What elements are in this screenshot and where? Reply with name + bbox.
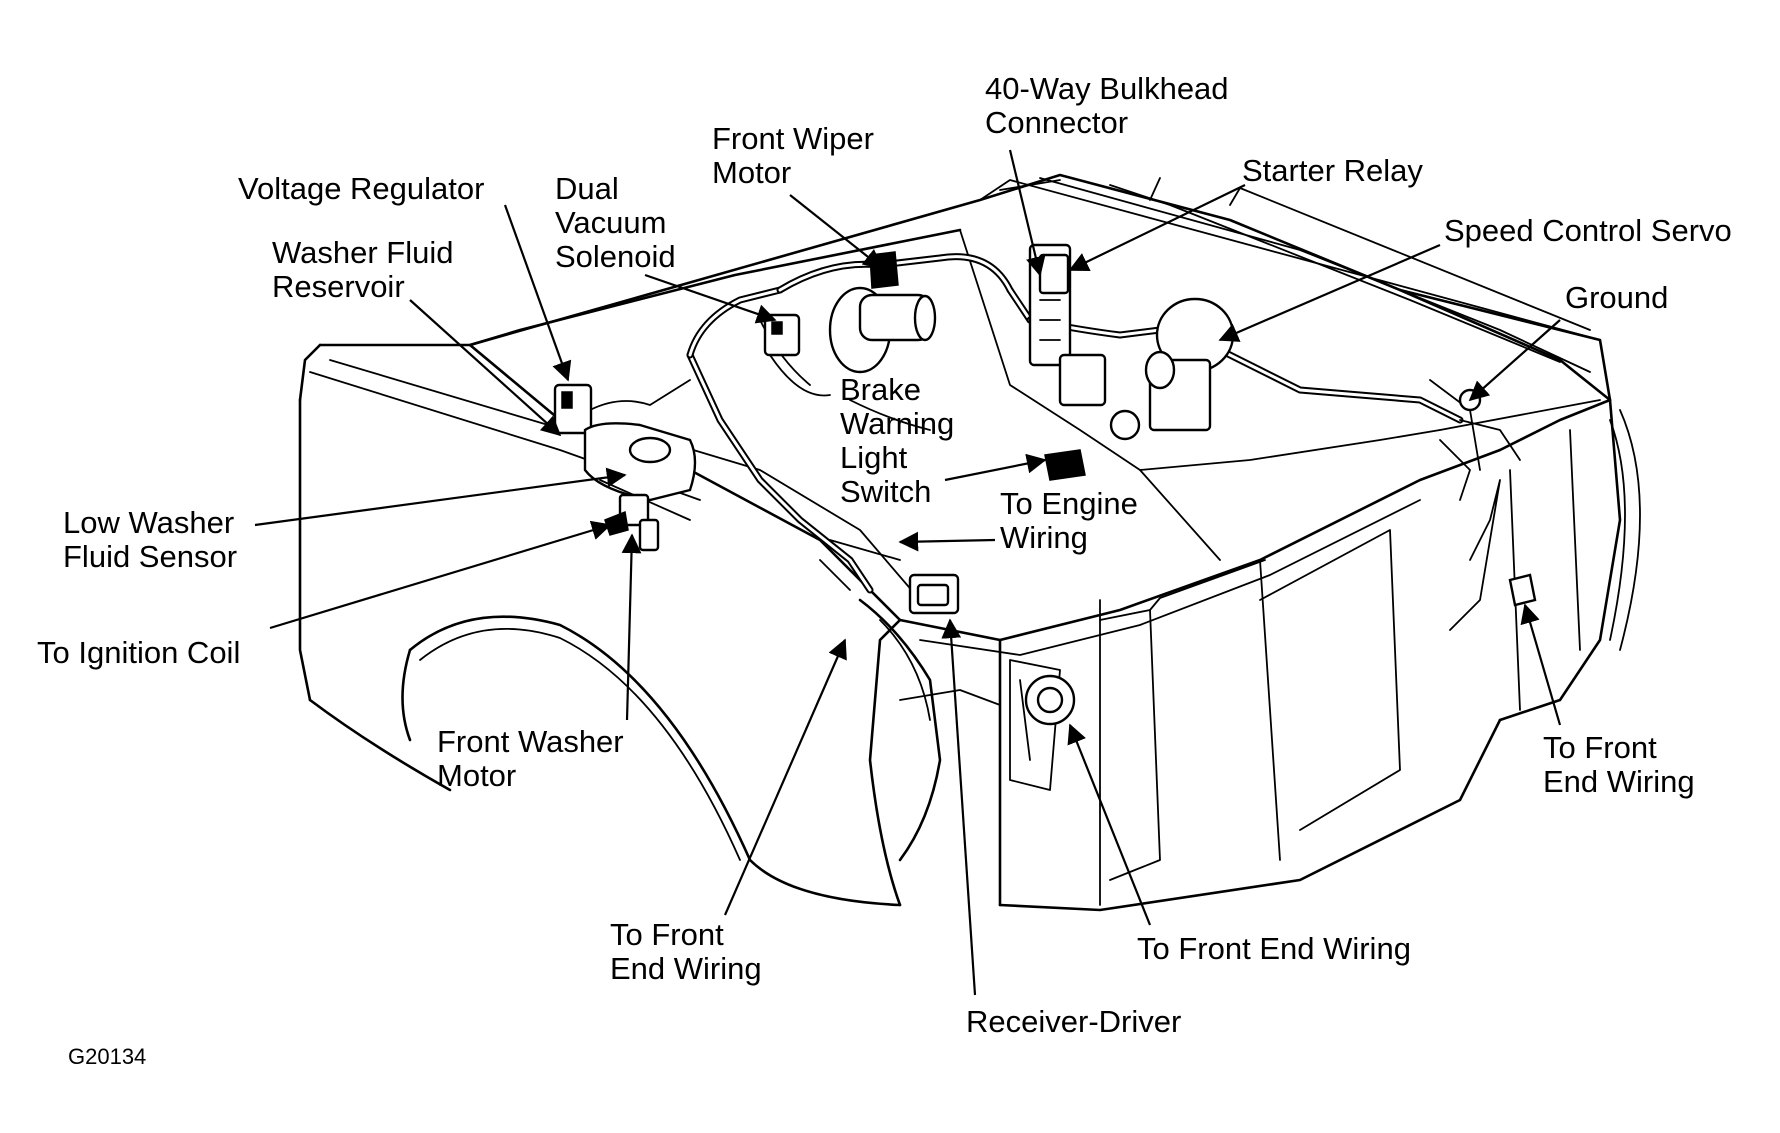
leader-bulkhead-connector: [1008, 149, 1046, 277]
leader-speed-control-servo: [1218, 243, 1441, 342]
leader-brake-warning-light-switch: [944, 453, 1047, 482]
label-to-front-end-wiring-left: To Front End Wiring: [610, 917, 762, 986]
leader-lines: [254, 149, 1562, 996]
label-low-washer-fluid-sensor: Low Washer Fluid Sensor: [63, 505, 238, 574]
label-to-engine-wiring: To Engine Wiring: [1000, 486, 1138, 555]
figure-code: G20134: [68, 1044, 147, 1069]
leader-front-wiper-motor: [789, 194, 884, 270]
leader-starter-relay: [1068, 184, 1246, 271]
leader-to-front-end-wiring-right: [1520, 603, 1562, 726]
label-to-ignition-coil: To Ignition Coil: [37, 635, 241, 670]
leader-ground: [1468, 319, 1561, 402]
label-bulkhead-connector: 40-Way Bulkhead Connector: [985, 71, 1229, 140]
leader-low-washer-fluid-sensor: [254, 467, 627, 527]
label-washer-fluid-reservoir: Washer Fluid Reservoir: [272, 235, 454, 304]
label-to-front-end-wiring-right: To Front End Wiring: [1543, 730, 1695, 799]
label-to-front-end-wiring-center: To Front End Wiring: [1137, 931, 1411, 966]
label-receiver-driver: Receiver-Driver: [966, 1004, 1182, 1039]
label-speed-control-servo: Speed Control Servo: [1444, 213, 1732, 248]
label-front-wiper-motor: Front Wiper Motor: [712, 121, 874, 190]
label-voltage-regulator: Voltage Regulator: [238, 171, 485, 206]
vehicle-body-outline: [298, 173, 1641, 912]
label-starter-relay: Starter Relay: [1242, 153, 1423, 188]
leader-to-front-end-wiring-center: [1067, 723, 1152, 926]
components: [553, 243, 1537, 726]
leader-to-ignition-coil: [269, 520, 612, 630]
leader-receiver-driver: [941, 618, 977, 996]
leader-washer-fluid-reservoir: [409, 299, 562, 437]
label-brake-warning-light-switch: Brake Warning Light Switch: [840, 372, 955, 509]
label-dual-vacuum-solenoid: Dual Vacuum Solenoid: [555, 171, 676, 274]
leader-to-front-end-wiring-left: [723, 638, 847, 916]
leader-voltage-regulator: [503, 204, 572, 382]
leader-front-washer-motor: [621, 533, 642, 721]
leader-to-engine-wiring: [898, 531, 996, 552]
label-ground: Ground: [1565, 280, 1669, 315]
label-front-washer-motor: Front Washer Motor: [437, 724, 624, 793]
leader-dual-vacuum-solenoid: [644, 273, 777, 324]
